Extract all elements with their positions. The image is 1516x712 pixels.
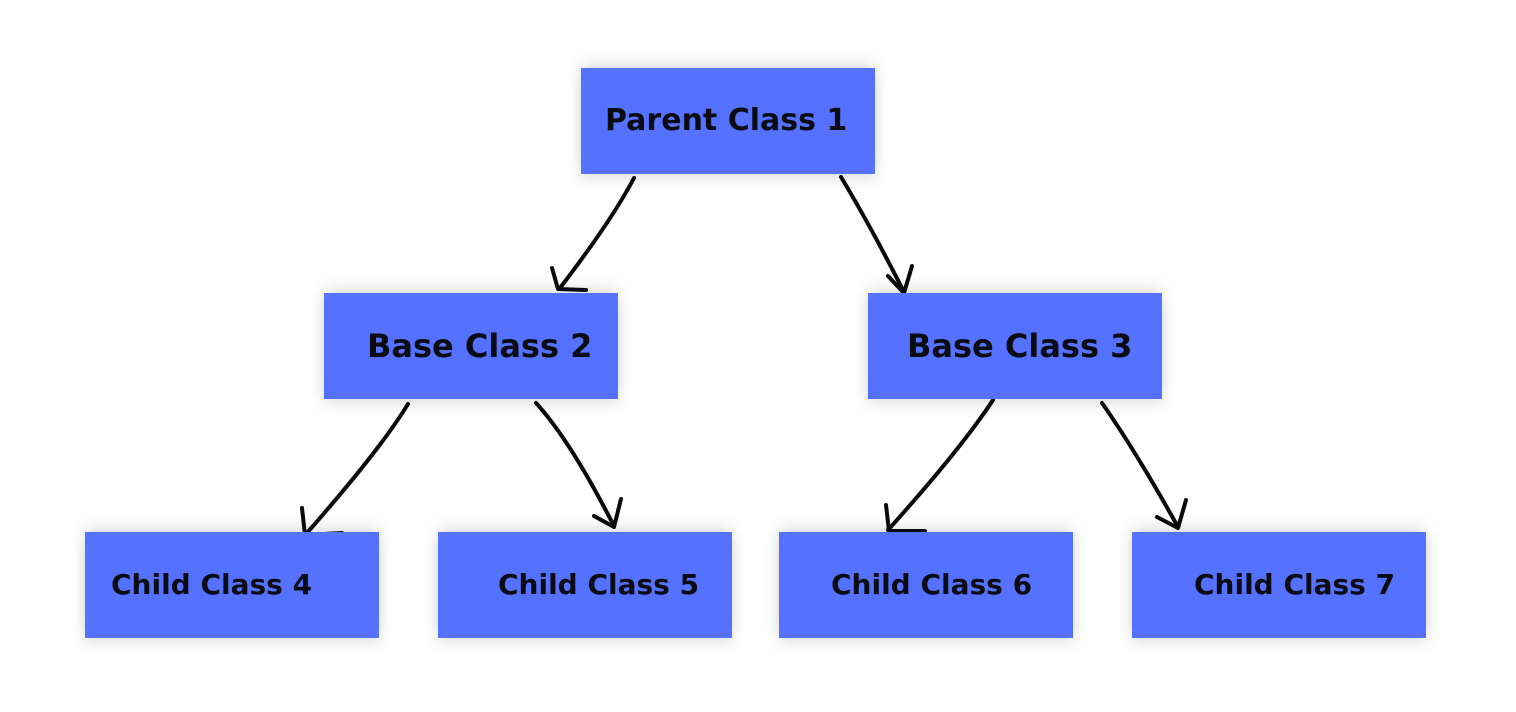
arrow-parent1-to-base2 [550,176,636,292]
node-label: Parent Class 1 [605,103,848,138]
arrow-base3-to-child6 [884,398,995,533]
arrow-base3-to-child7 [1100,401,1188,530]
node-child-class-7: Child Class 7 [1132,532,1426,638]
node-label: Child Class 5 [498,568,700,601]
node-label: Child Class 4 [111,568,313,601]
node-child-class-4: Child Class 4 [85,532,379,638]
node-child-class-5: Child Class 5 [438,532,732,638]
arrow-parent1-to-base3 [839,175,914,295]
node-label: Base Class 2 [367,327,593,365]
arrow-base2-to-child5 [534,401,623,529]
node-base-class-2: Base Class 2 [324,293,618,399]
arrow-base2-to-child4 [300,402,410,537]
node-parent-class-1: Parent Class 1 [581,68,875,174]
node-label: Child Class 7 [1194,568,1396,601]
node-base-class-3: Base Class 3 [868,293,1162,399]
node-label: Child Class 6 [831,568,1033,601]
node-label: Base Class 3 [907,327,1133,365]
node-child-class-6: Child Class 6 [779,532,1073,638]
